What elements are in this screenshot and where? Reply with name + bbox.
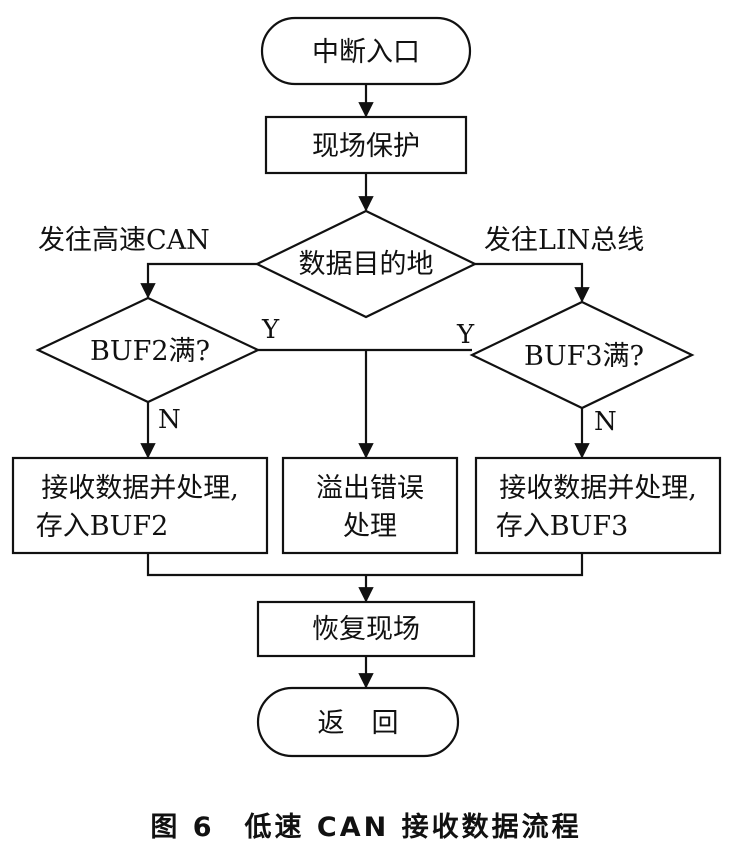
receive-buf3-box [474, 456, 722, 555]
receive-buf2-box [11, 456, 269, 555]
buf2-no-label: N [158, 405, 181, 435]
edge-decision-to-buf2 [140, 262, 257, 299]
destination-decision-label: 数据目的地 [299, 249, 434, 280]
branch-lin-bus-label: 发往LIN总线 [484, 225, 644, 256]
restore-context-label: 恢复现场 [312, 614, 420, 645]
flowchart-diagram: 中断入口 现场保护 数据目的地 BUF2满? BUF3满? 接收数据并处理, 存… [11, 16, 722, 758]
buf3-no-label: N [594, 407, 617, 437]
receive-buf2-label-line2: 存入BUF2 [36, 511, 169, 542]
overflow-label-line1: 溢出错误 [316, 473, 424, 504]
receive-buf3-label-line1: 接收数据并处理, [499, 473, 697, 504]
start-label: 中断入口 [312, 37, 420, 68]
figure-caption: 图 6 低速 CAN 接收数据流程 [150, 812, 582, 843]
buf2-decision-label: BUF2满? [90, 336, 210, 367]
save-context-label: 现场保护 [312, 131, 420, 162]
overflow-label-line2: 处理 [343, 511, 397, 542]
branch-high-speed-can-label: 发往高速CAN [38, 225, 210, 256]
end-label: 返 回 [318, 708, 399, 739]
destination-decision [254, 209, 478, 319]
buf3-yes-label: Y [456, 320, 475, 350]
edge-merge [146, 553, 584, 577]
buf3-decision-label: BUF3满? [524, 341, 644, 372]
receive-buf3-label-line2: 存入BUF3 [496, 511, 629, 542]
buf2-yes-label: Y [261, 315, 280, 345]
end-terminal [256, 686, 460, 758]
receive-buf2-label-line1: 接收数据并处理, [41, 473, 239, 504]
edge-decision-to-buf3 [475, 262, 590, 303]
